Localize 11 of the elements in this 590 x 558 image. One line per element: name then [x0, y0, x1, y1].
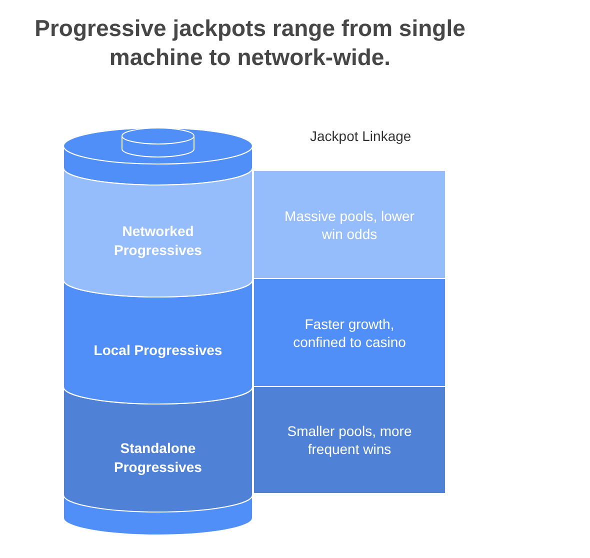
description-panel: [253, 170, 446, 279]
description-text: Massive pools, lower win odds: [284, 206, 416, 242]
layer-label: Networked Progressives: [113, 222, 203, 260]
title: Progressive jackpots range from single machine to network-wide.: [34, 14, 466, 72]
description-panel: [253, 386, 446, 494]
description-text: Faster growth, confined to casino: [292, 314, 407, 350]
description-panel: [253, 278, 446, 387]
layer-label: Local Progressives: [94, 341, 222, 360]
column-heading: Jackpot Linkage: [310, 128, 412, 144]
description-text: Smaller pools, more frequent wins: [286, 422, 413, 458]
layer-label: Standalone Progressives: [113, 439, 203, 477]
